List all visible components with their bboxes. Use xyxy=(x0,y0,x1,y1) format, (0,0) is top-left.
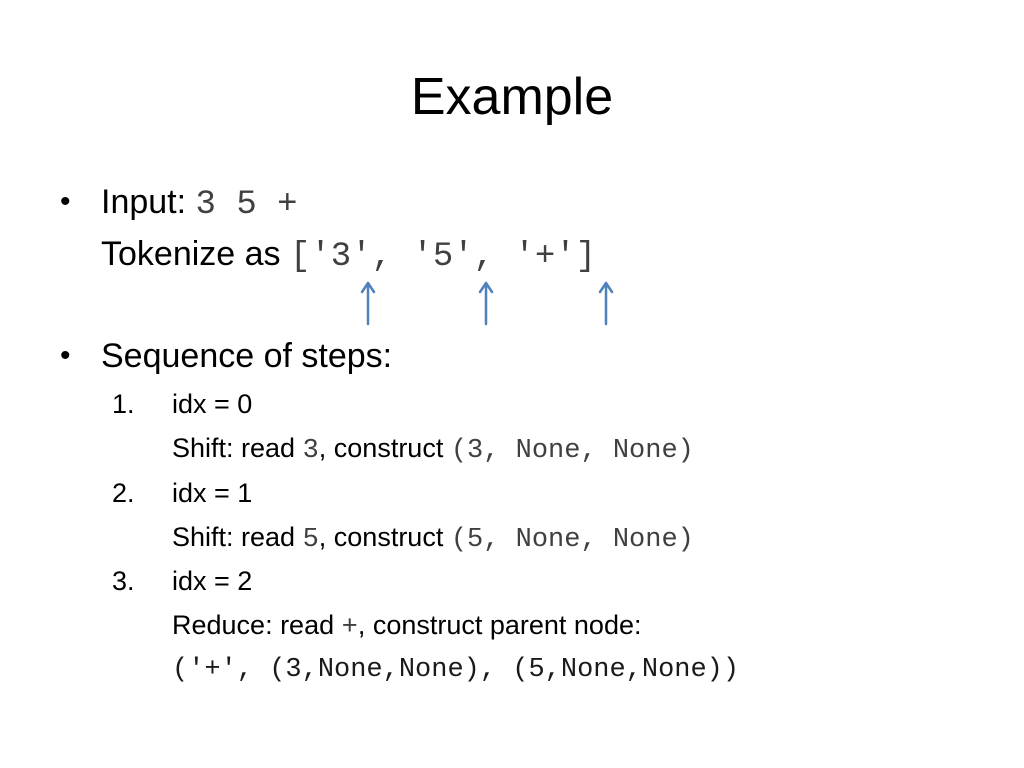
step-read-token: + xyxy=(341,613,358,643)
bullet-marker-input: • xyxy=(60,185,71,218)
tokenize-value: ['3', '5', '+'] xyxy=(290,238,597,276)
step-construct-label: , construct parent node: xyxy=(357,610,642,640)
input-line: Input: 3 5 + xyxy=(101,182,298,225)
step-construct-value: (5, None, None) xyxy=(450,525,694,555)
step-number: 2. xyxy=(112,478,135,508)
token-arrows xyxy=(360,281,614,326)
up-arrow-icon xyxy=(360,281,376,294)
sequence-heading: Sequence of steps: xyxy=(101,337,393,375)
step-idx: idx = 2 xyxy=(172,566,253,596)
step-number: 1. xyxy=(112,389,135,419)
bullet-marker-sequence: • xyxy=(60,339,71,372)
step-construct-value: ('+', (3,None,None), (5,None,None)) xyxy=(172,655,740,685)
input-value: 3 5 + xyxy=(195,186,298,224)
step-action-prefix: Reduce: read xyxy=(172,610,342,640)
up-arrow-icon xyxy=(478,281,494,294)
input-label: Input: xyxy=(101,183,196,221)
step-read-token: 5 xyxy=(302,525,319,555)
slide-title: Example xyxy=(410,68,614,126)
step-construct-label: , construct xyxy=(318,433,451,463)
up-arrow-icon xyxy=(598,281,614,294)
step-idx: idx = 1 xyxy=(172,478,253,508)
step-construct-label: , construct xyxy=(318,522,451,552)
step-idx: idx = 0 xyxy=(172,389,253,419)
tokenize-line: Tokenize as ['3', '5', '+'] xyxy=(101,234,596,277)
step-number: 3. xyxy=(112,566,135,596)
step-action: Shift: read 3, construct (3, None, None) xyxy=(172,431,694,468)
step-read-token: 3 xyxy=(302,436,319,466)
step-action: Shift: read 5, construct (5, None, None) xyxy=(172,520,694,557)
step-action-prefix: Shift: read xyxy=(172,433,303,463)
tokenize-label: Tokenize as xyxy=(101,235,290,273)
step-action: Reduce: read +, construct parent node: xyxy=(172,608,641,645)
step-construct-value: (3, None, None) xyxy=(450,436,694,466)
step-action-prefix: Shift: read xyxy=(172,522,303,552)
